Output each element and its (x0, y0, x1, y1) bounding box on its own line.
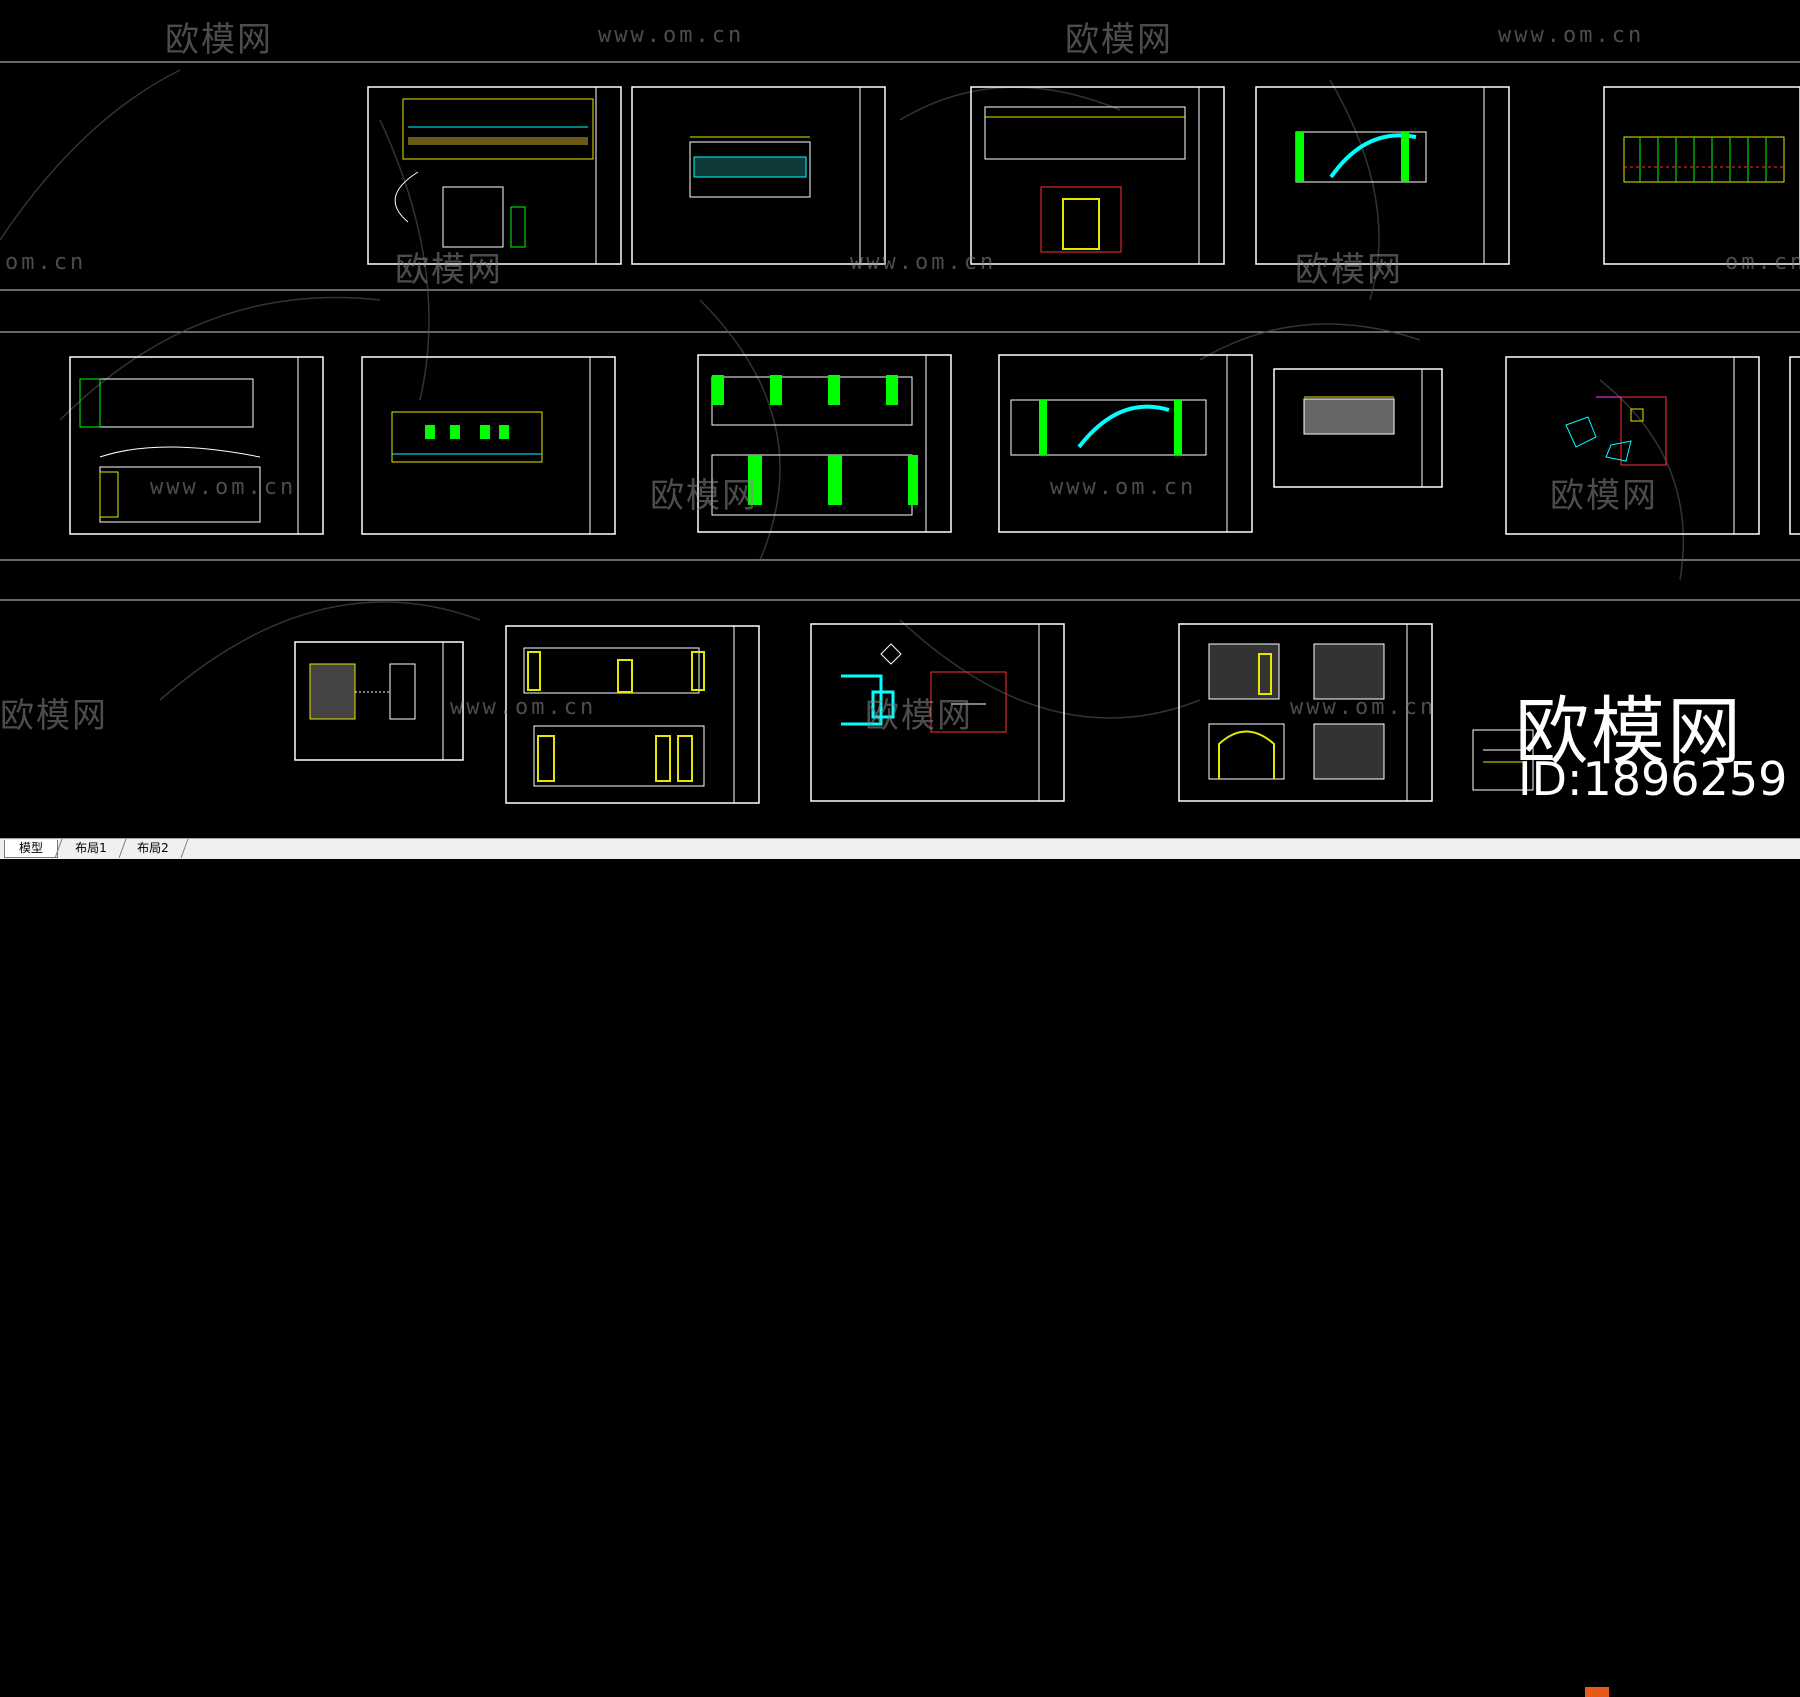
drawing-sheet[interactable] (294, 641, 464, 761)
cad-model-space[interactable] (0, 0, 1800, 838)
drawing-sheet[interactable] (1603, 86, 1800, 265)
drawing-sheet[interactable] (1255, 86, 1510, 265)
tab-model[interactable]: 模型 (4, 840, 58, 858)
drawing-sheet[interactable] (970, 86, 1225, 265)
legend-box (1472, 729, 1534, 791)
drawing-sheet[interactable] (69, 356, 324, 535)
status-indicator (1585, 1687, 1609, 1697)
drawing-sheet[interactable] (367, 86, 622, 265)
brand-logo-overlay: 欧模网 (1515, 689, 1743, 775)
drawing-sheet[interactable] (631, 86, 886, 265)
tab-layout2[interactable]: 布局2 (137, 841, 169, 855)
drawing-sheet[interactable] (998, 354, 1253, 533)
drawing-sheet[interactable] (505, 625, 760, 804)
watermark-arcs (0, 69, 1685, 719)
row-separators (0, 61, 1800, 601)
drawing-sheet-partial[interactable] (1789, 356, 1800, 535)
drawing-sheet[interactable] (1273, 368, 1443, 488)
drawing-sheet[interactable] (1505, 356, 1760, 535)
drawing-sheet[interactable] (697, 354, 952, 533)
resource-id-label: ID:1896259 (1518, 752, 1788, 806)
layout-tab-bar: 模型 布局1 布局2 (0, 838, 1800, 1697)
drawing-sheet[interactable] (361, 356, 616, 535)
drawing-sheet[interactable] (810, 623, 1065, 802)
drawing-sheet[interactable] (1178, 623, 1433, 802)
tab-layout1[interactable]: 布局1 (75, 841, 107, 855)
